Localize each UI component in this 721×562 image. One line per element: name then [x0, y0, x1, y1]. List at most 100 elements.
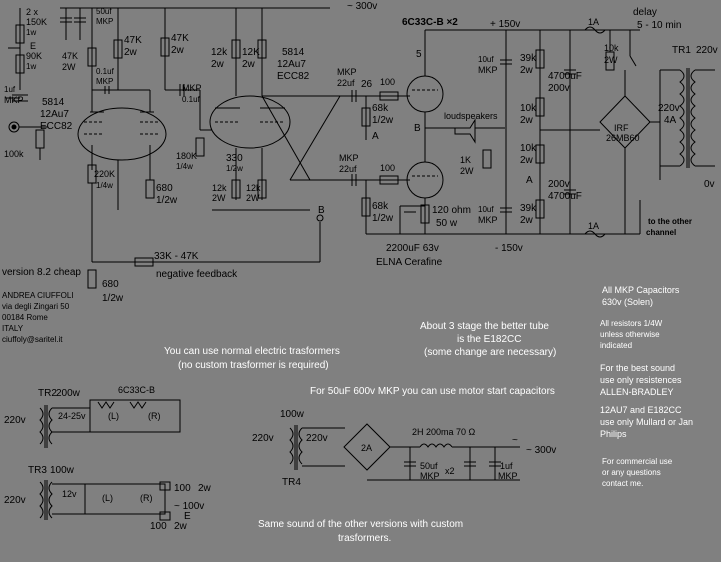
note-trafo-2: (no custom trasformer is required): [178, 360, 329, 371]
tr2-watt: 200w: [56, 388, 80, 399]
label-n-26: 26: [361, 79, 373, 90]
label-w-2w-k: 2w: [520, 155, 533, 166]
label-r-10k-b: 10k: [520, 143, 537, 154]
author-addr2: 00184 Rome: [2, 313, 48, 322]
label-r-68k-a: 68k: [372, 103, 389, 114]
hv-rail-label: ~ 300v: [347, 1, 378, 12]
label-mkp-10-a: MKP: [478, 65, 498, 75]
note-best-2: use only resistences: [600, 375, 682, 385]
author-addr1: via degli Zingari 50: [2, 302, 70, 311]
tr2-sec: 24-25v: [58, 411, 86, 421]
tr4-prim: 220v: [252, 433, 274, 444]
label-e2: E: [184, 511, 191, 522]
label-mkp-22-a: MKP: [337, 67, 357, 77]
tr3-label: TR3: [28, 465, 47, 476]
label-r-10k-2w: 10k: [604, 43, 619, 53]
tube2-type: 5814: [282, 47, 305, 58]
label-w-12w-c: 1/2w: [372, 115, 394, 126]
diode-2a: 2A: [361, 443, 373, 453]
label-elna: ELNA Cerafine: [376, 257, 443, 268]
note-stage-3: (some change are necessary): [424, 347, 557, 358]
label-r-180k: 180K: [176, 151, 198, 161]
note-res-2: unless otherwise: [600, 330, 660, 339]
label-w-2w-g: 2W: [246, 193, 260, 203]
label-r-47k-c: 47K: [171, 33, 189, 44]
label-w-2w-c: 2w: [171, 45, 184, 56]
note-all-mkp-1: All MKP Capacitors: [602, 285, 680, 295]
tr1-prim: 220v: [658, 103, 680, 114]
tube2-ecc: ECC82: [277, 71, 310, 82]
tube2-alt: 12Au7: [277, 59, 306, 70]
label-w-1w-b: 1w: [26, 62, 37, 71]
label-fuse-b: 1A: [588, 221, 600, 231]
label-c-22uf-a: 22uf: [337, 78, 355, 88]
label-r-680-a: 680: [156, 183, 173, 194]
label-r-12k-a: 12k: [211, 47, 228, 58]
label-r-1k: 1K: [460, 155, 472, 165]
label-w-2w-b: 2w: [124, 47, 137, 58]
note-same-2: trasformers.: [338, 533, 392, 544]
label-w-1w-a: 1w: [26, 28, 37, 37]
label-w-2w-n: 2w: [198, 483, 211, 494]
delay-time: 5 - 10 min: [637, 20, 682, 31]
label-mkp-mid: MKP: [182, 83, 202, 93]
note-tube-2: use only Mullard or Jan: [600, 417, 694, 427]
note-same-1: Same sound of the other versions with cu…: [258, 519, 464, 530]
label-mkp-22-b: MKP: [339, 153, 359, 163]
label-w-2w-m: 2W: [604, 55, 618, 65]
label-w-2w-j: 2w: [520, 115, 533, 126]
label-r-33k: 33K - 47K: [154, 251, 199, 262]
author-name: ANDREA CIUFFOLI: [2, 291, 74, 300]
choke-label: 2H 200ma 70 Ω: [412, 427, 476, 437]
tr3-sec: 12v: [62, 489, 77, 499]
label-c-10uf-b: 10uf: [478, 205, 494, 214]
label-w-2w-a: 2W: [62, 62, 76, 72]
to-other-channel-a: to the other: [648, 217, 692, 226]
label-c-10uf-a: 10uf: [478, 55, 494, 64]
label-r-680-b: 680: [102, 279, 119, 290]
b-plus-label: + 150v: [490, 19, 521, 30]
label-c-2200: 2200uF 63v: [386, 243, 439, 254]
author-country: ITALY: [2, 324, 24, 333]
label-r-100-b: 100: [380, 163, 396, 173]
label-c-4700-b: 4700uF: [548, 191, 582, 202]
label-v-300-b: ~ 300v: [526, 445, 557, 456]
label-w-12w-d: 1/2w: [372, 213, 394, 224]
label-v-100: ~ 100v: [174, 501, 205, 512]
note-mkp: For 50uF 600v MKP you can use motor star…: [310, 386, 555, 397]
note-best-1: For the best sound: [600, 363, 676, 373]
label-w-12w-e: 1/2w: [102, 293, 124, 304]
label-loudspeakers: loudspeakers: [444, 111, 498, 121]
label-r-100-2w-a: 100: [174, 483, 191, 494]
label-r-47k-b: 47K: [124, 35, 142, 46]
tr4-sec: 220v: [306, 433, 328, 444]
label-w-12w-b: 1/2w: [226, 164, 243, 173]
label-w-2w-h: 2W: [460, 166, 474, 176]
tilde-label: ~: [512, 435, 518, 446]
label-w-14w-b: 1/4w: [176, 162, 193, 171]
label-w-2w-f: 2W: [212, 193, 226, 203]
label-r-12k-b: 12K: [242, 47, 260, 58]
label-c-22uf-b: 22uf: [339, 164, 357, 174]
note-res-1: All resistors 1/4W: [600, 319, 663, 328]
b-minus-label: - 150v: [495, 243, 523, 254]
note-trafo-1: You can use normal electric trasformers: [164, 346, 340, 357]
label-c-50uf-x2: 50uf: [420, 461, 438, 471]
tr2-label: TR2: [38, 388, 57, 399]
to-other-channel-b: channel: [646, 228, 677, 237]
note-stage-2: is the E182CC: [457, 334, 522, 345]
label-r-330: 330: [226, 153, 243, 164]
tr1-label: TR1: [672, 45, 691, 56]
label-v-200-b: 200v: [548, 179, 570, 190]
tr1-amp: 4A: [664, 115, 677, 126]
note-comm-3: contact me.: [602, 479, 644, 488]
label-r-10k-a: 10k: [520, 103, 537, 114]
label-x2: x2: [445, 466, 455, 476]
label-c-01uf-b: 0.1uf: [182, 95, 200, 104]
tube1-alt: 12Au7: [40, 109, 69, 120]
bridge-label: IRF: [614, 123, 629, 133]
note-stage-1: About 3 stage the better tube: [420, 321, 549, 332]
label-r-150k: 150K: [26, 17, 48, 27]
label-0v: 0v: [704, 179, 715, 190]
label-r-39k-b: 39k: [520, 203, 537, 214]
